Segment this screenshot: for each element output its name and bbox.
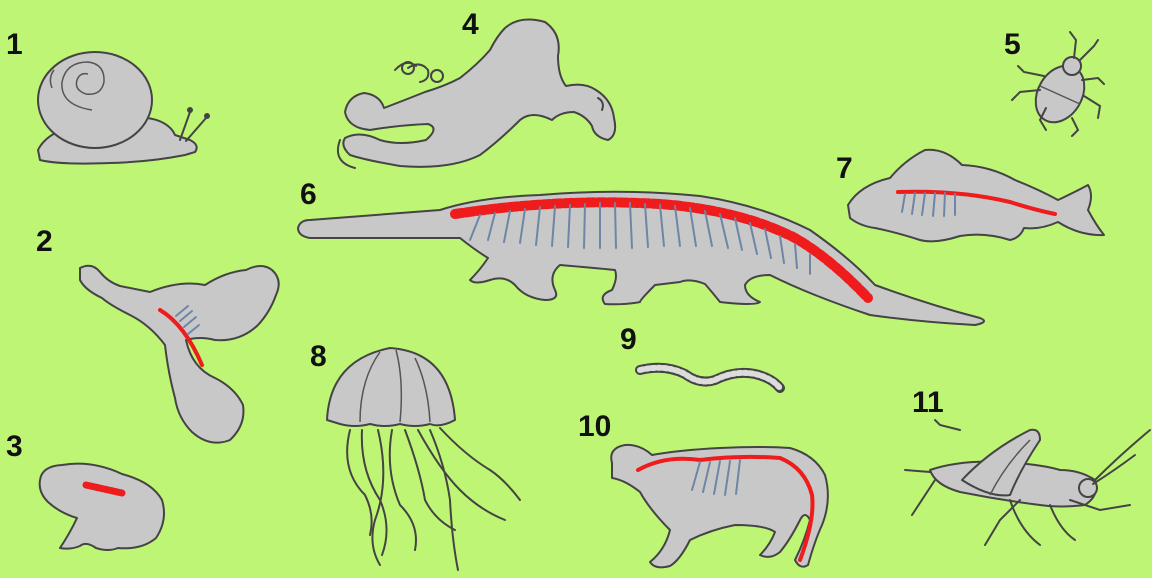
grasshopper-icon <box>905 420 1150 545</box>
frog-icon <box>40 464 164 550</box>
label-animal-7: 7 <box>836 154 853 184</box>
snail-icon <box>38 52 210 164</box>
label-animal-1: 1 <box>6 30 23 60</box>
label-animal-10: 10 <box>578 412 611 442</box>
label-animal-4: 4 <box>462 10 479 40</box>
fish-icon <box>848 150 1104 242</box>
bird-icon <box>80 266 279 443</box>
label-animal-2: 2 <box>36 227 53 257</box>
label-animal-9: 9 <box>620 325 637 355</box>
label-animal-3: 3 <box>6 432 23 462</box>
jellyfish-icon <box>327 348 520 570</box>
label-animal-5: 5 <box>1004 30 1021 60</box>
cat-icon <box>611 445 828 567</box>
octopus-icon <box>338 20 615 168</box>
worm-icon <box>640 368 780 388</box>
label-animal-11: 11 <box>912 388 944 418</box>
label-animal-8: 8 <box>310 342 327 372</box>
beetle-icon <box>1012 32 1104 136</box>
label-animal-6: 6 <box>300 180 317 210</box>
